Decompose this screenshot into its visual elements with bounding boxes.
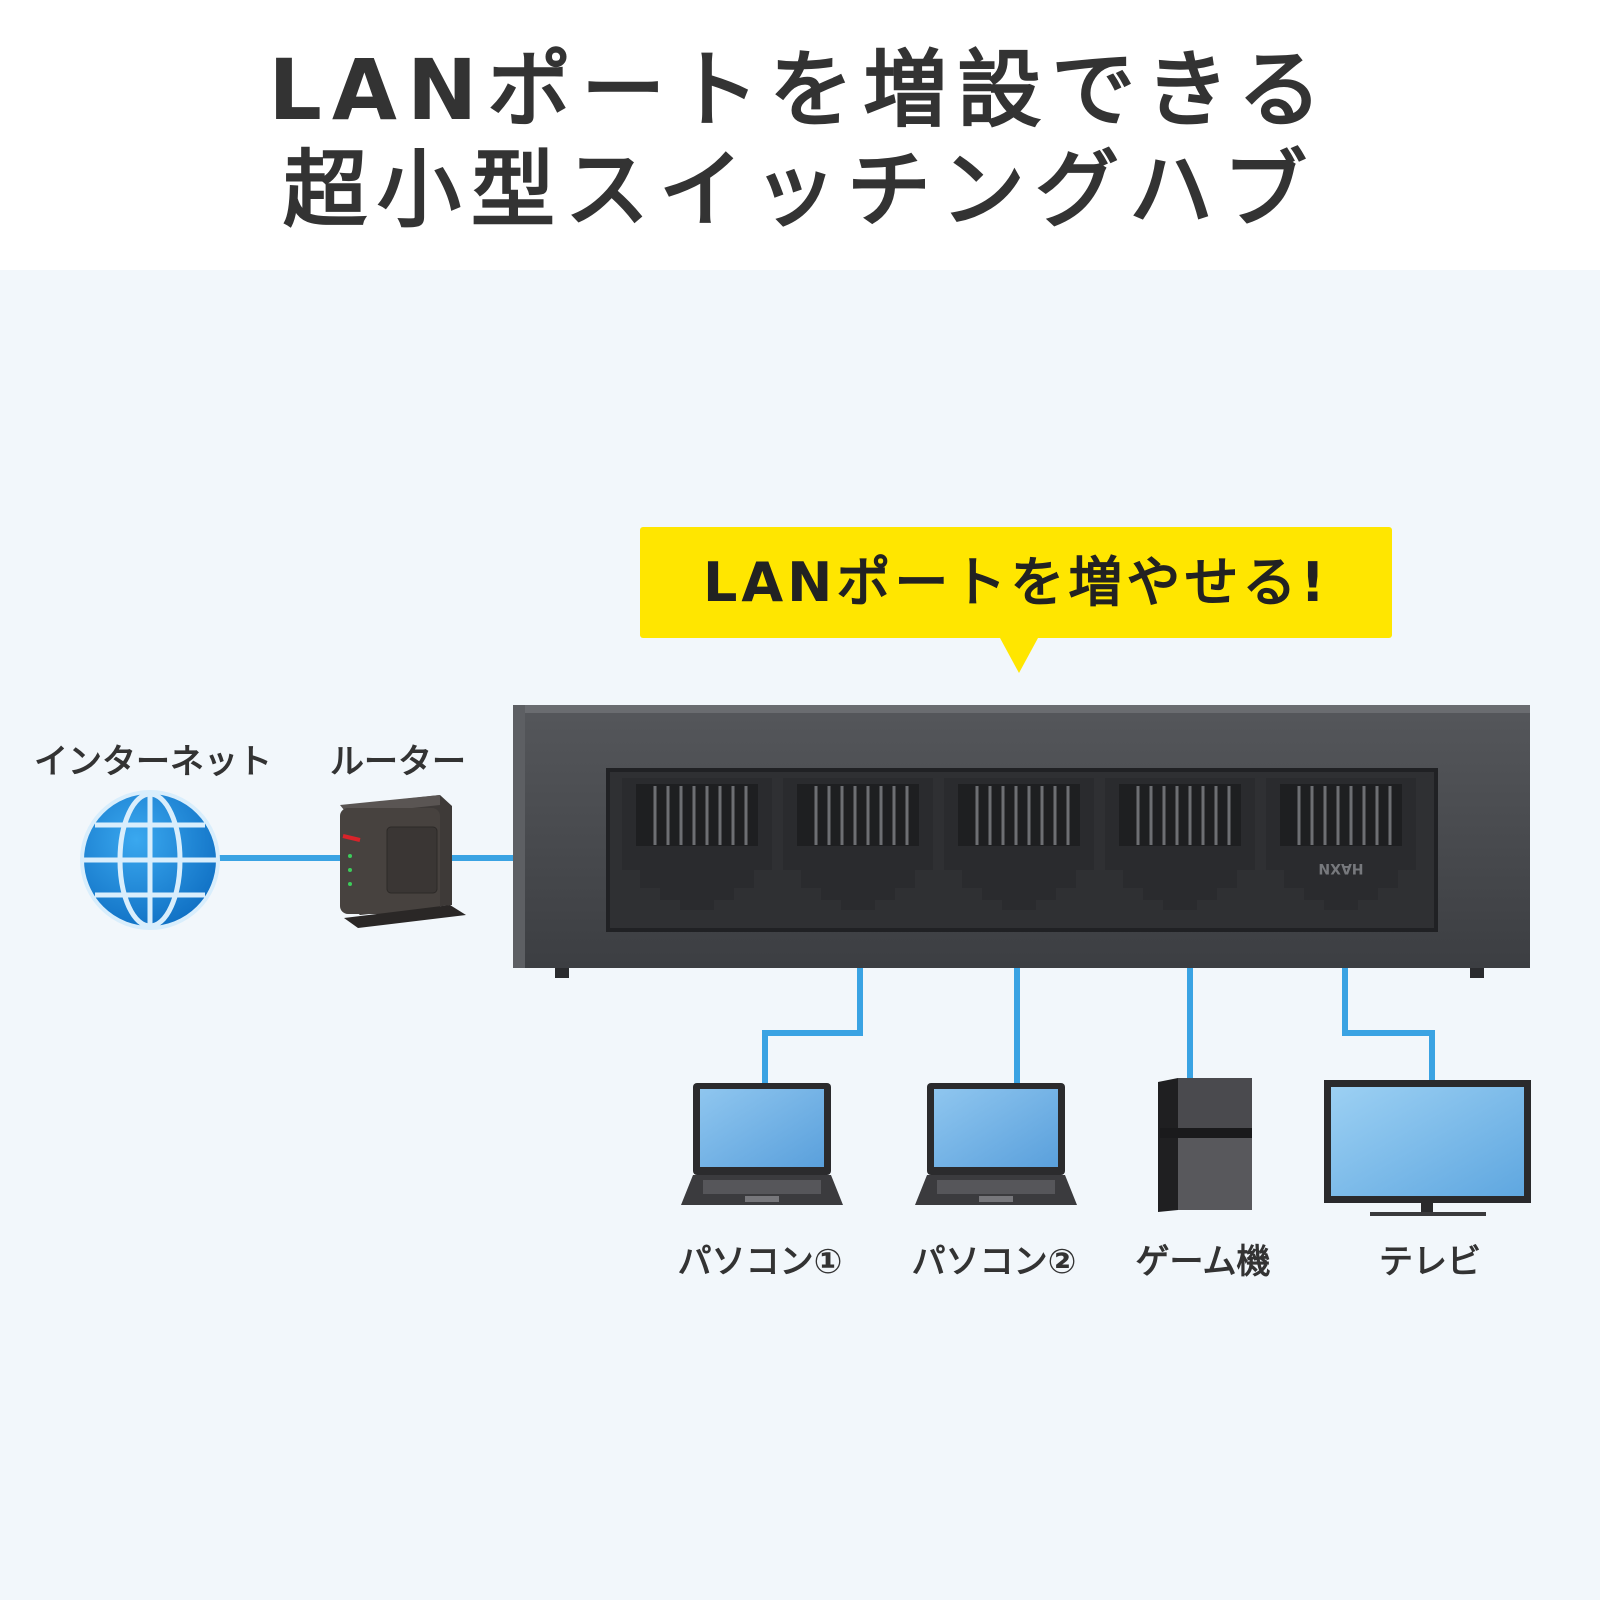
laptop-icon [915,1083,1077,1205]
label-internet: インターネット [34,742,272,782]
title-line-2: 超小型スイッチングハブ [282,141,1317,239]
tv-icon [1324,1080,1531,1216]
port-marking: HAXN [1318,860,1363,876]
callout-text: LANポートを増やせる! [702,551,1330,614]
router-icon [340,795,466,928]
callout-pointer [1000,638,1038,673]
label-tv: テレビ [1379,1242,1481,1282]
label-pc1: パソコン① [677,1242,843,1282]
header: LANポートを増設できる 超小型スイッチングハブ [0,0,1600,270]
game-console-icon [1158,1078,1252,1212]
globe-icon [80,790,220,930]
laptop-icon [681,1083,843,1205]
label-router: ルーター [330,742,466,782]
label-pc2: パソコン② [911,1242,1077,1282]
switch-hub-icon: HAXN [513,705,1530,978]
title-line-1: LANポートを増設できる [268,41,1332,139]
callout-box: LANポートを増やせる! [640,527,1392,638]
label-game: ゲーム機 [1135,1242,1271,1282]
